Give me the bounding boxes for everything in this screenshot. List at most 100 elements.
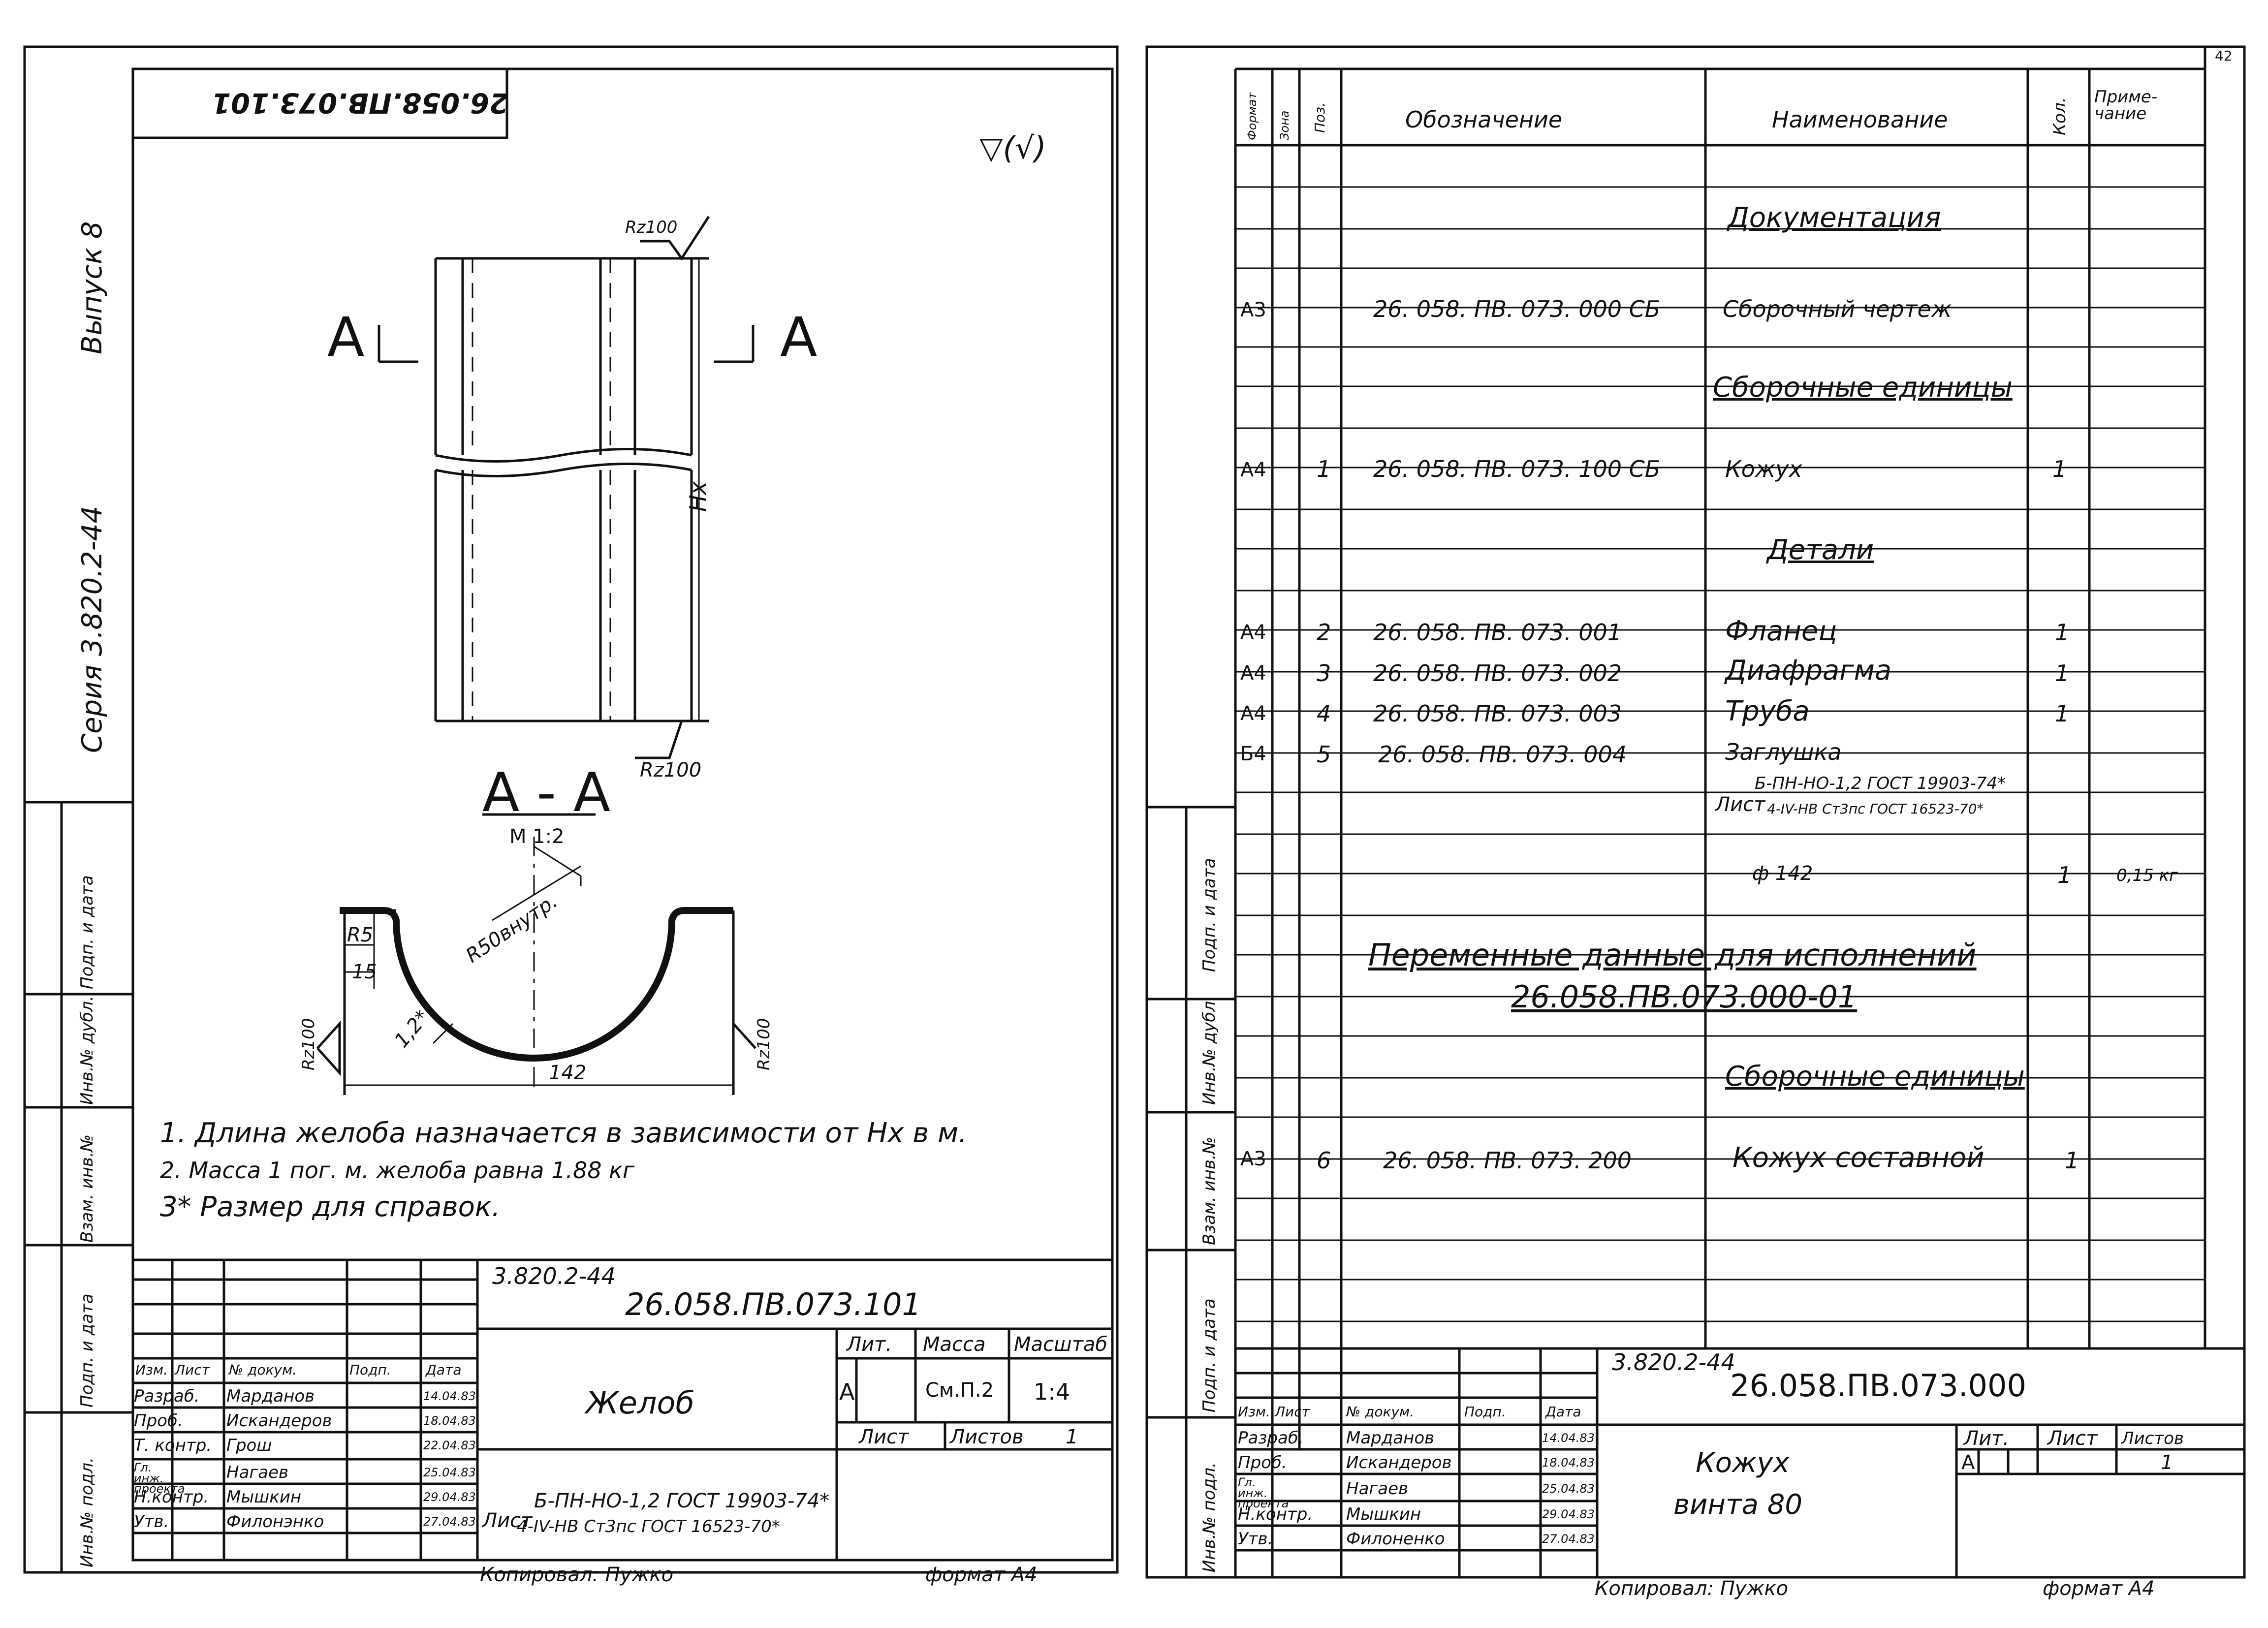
right-stamp-title-2: винта 80 (1673, 1489, 1803, 1521)
right-stamp-title-1: Кожух (1696, 1447, 1790, 1479)
spec-designation: 26. 058. ПВ. 073. 002 (1373, 660, 1622, 687)
zaglushka-note: 0,15 кг (2116, 866, 2178, 885)
spec-name: Фланец (1725, 615, 1837, 647)
stamp-lit-label: Лит. (847, 1333, 892, 1356)
spec-format: А3 (1240, 299, 1266, 321)
left-inner-frame (131, 67, 1114, 1562)
rstamp-header-sign: Подп. (1464, 1404, 1506, 1420)
spec-qty: 1 (2052, 456, 2067, 482)
section-heading: Сборочные единицы (1713, 372, 2013, 404)
stamp-role-row: Т. контр. (134, 1436, 212, 1455)
stamp-name-row: Искандеров (226, 1411, 332, 1431)
stamp-material-prefix: Лист (482, 1509, 533, 1532)
spec-name: Диафрагма (1725, 655, 1892, 687)
left-stamp-code: 26.058.ПВ.073.101 (625, 1286, 921, 1322)
stamp-header-doc: № докум. (229, 1362, 297, 1378)
zaglushka-material-line2: 4-IV-НВ Ст3пс ГОСТ 16523-70* (1767, 801, 1984, 817)
rstamp-date-row: 14.04.83 (1542, 1431, 1595, 1445)
left-rotated-code: 26.058.ПВ.073.101 (212, 87, 509, 119)
right-side-label-5: Инв.№ подл. (1199, 1462, 1219, 1572)
right-side-label-4: Подп. и дата (1199, 1298, 1219, 1412)
rstamp-header-doc: № докум. (1346, 1404, 1415, 1420)
stamp-scale-label: Масштаб (1014, 1333, 1108, 1356)
stamp-role-row: Гл. инж. проекта (134, 1461, 185, 1496)
var-qty: 1 (2065, 1147, 2079, 1174)
header-qty: Кол. (2050, 97, 2070, 135)
stamp-role-row: Утв. (134, 1512, 169, 1532)
left-side-issue: Выпуск 8 (76, 221, 108, 354)
zaglushka-qty: 1 (2057, 862, 2072, 888)
zaglushka-diameter: ф 142 (1752, 862, 1813, 885)
header-format: Формат (1245, 92, 1259, 140)
left-roughness-bottom: Rz100 (640, 759, 702, 782)
stamp-role-row: Разраб. (134, 1386, 200, 1406)
right-side-label-1: Подп. и дата (1199, 858, 1219, 972)
rstamp-role-row: Проб. (1238, 1453, 1287, 1472)
rstamp-role-row: Разраб. (1238, 1428, 1304, 1448)
spec-name: Кожух (1725, 456, 1802, 482)
spec-designation: 26. 058. ПВ. 073. 004 (1378, 741, 1627, 768)
rstamp-role-row: Гл. инж. проекта (1238, 1475, 1289, 1511)
rstamp-lit-label: Лит. (1964, 1427, 2010, 1450)
dimension-hx: Hx (685, 481, 711, 512)
spec-pos: 4 (1317, 700, 1331, 727)
rstamp-name-row: Марданов (1346, 1428, 1435, 1448)
stamp-date-row: 29.04.83 (423, 1490, 476, 1504)
section-heading: Детали (1767, 534, 1874, 566)
rstamp-role-row: Н.контр. (1238, 1504, 1313, 1524)
section-scale: M 1:2 (509, 825, 565, 848)
stamp-header-izm: Изм. (135, 1362, 168, 1378)
profile-rz-left: Rz100 (299, 1018, 318, 1070)
profile-r5: R5 (347, 924, 374, 946)
right-stamp-series: 3.820.2-44 (1612, 1349, 1735, 1376)
rstamp-date-row: 27.04.83 (1542, 1532, 1595, 1546)
spec-format: А4 (1240, 662, 1266, 685)
right-side-label-2: Инв.№ дубл. (1199, 996, 1219, 1105)
stamp-header-sign: Подп. (349, 1362, 391, 1378)
spec-name: Труба (1725, 695, 1810, 727)
rstamp-sheets-value: 1 (2161, 1451, 2174, 1474)
left-side-label-3: Взам. инв.№ (77, 1134, 97, 1243)
spec-qty: 1 (2055, 660, 2070, 687)
profile-15: 15 (352, 961, 377, 983)
note-2: 2. Масса 1 пог. м. желоба равна 1.88 кг (160, 1157, 635, 1184)
right-section-mark-a: A (780, 306, 818, 369)
profile-rz-right: Rz100 (754, 1018, 774, 1070)
right-side-label-3: Взам. инв.№ (1199, 1136, 1219, 1245)
note-3: 3* Размер для справок. (160, 1191, 501, 1223)
left-side-series: Серия 3.820.2-44 (76, 505, 108, 753)
spec-name: Заглушка (1725, 739, 1842, 765)
stamp-material-line2: 4-IV-НВ Ст3пс ГОСТ 16523-70* (517, 1517, 780, 1536)
spec-format: Б4 (1240, 743, 1266, 765)
stamp-sheets-value: 1 (1066, 1426, 1078, 1448)
stamp-date-row: 18.04.83 (423, 1414, 476, 1428)
stamp-sheet-label: Лист (859, 1426, 909, 1448)
spec-qty: 1 (2055, 619, 2070, 646)
variable-data-code: 26.058.ПВ.073.000-01 (1511, 979, 1858, 1015)
left-side-label-4: Подп. и дата (77, 1293, 97, 1408)
stamp-date-row: 22.04.83 (423, 1439, 476, 1452)
left-roughness-symbol: ▽(√) (979, 130, 1046, 166)
stamp-date-row: 25.04.83 (423, 1466, 476, 1479)
right-stamp-code: 26.058.ПВ.073.000 (1730, 1368, 2026, 1404)
left-stamp-title: Желоб (586, 1385, 694, 1421)
stamp-material-line1: Б-ПН-НО-1,2 ГОСТ 19903-74* (534, 1490, 830, 1512)
variable-data-title: Переменные данные для исполнений (1368, 937, 1977, 973)
note-1: 1. Длина желоба назначается в зависимост… (160, 1117, 968, 1149)
left-format: формат А4 (925, 1564, 1038, 1586)
left-roughness-top: Rz100 (625, 218, 678, 237)
rstamp-date-row: 18.04.83 (1542, 1456, 1595, 1470)
spec-designation: 26. 058. ПВ. 073. 003 (1373, 700, 1622, 727)
spec-format: А4 (1240, 459, 1266, 481)
header-zone: Зона (1278, 110, 1292, 140)
stamp-mass-value: См.П.2 (925, 1379, 994, 1402)
stamp-mass-label: Масса (923, 1333, 986, 1356)
spec-format: А4 (1240, 702, 1266, 725)
stamp-date-row: 14.04.83 (423, 1389, 476, 1403)
var-format: А3 (1240, 1148, 1266, 1170)
spec-designation: 26. 058. ПВ. 073. 100 СБ (1373, 456, 1661, 482)
header-designation: Обозначение (1405, 106, 1563, 133)
spec-name: Сборочный чертеж (1723, 296, 1952, 322)
rstamp-header-izm: Изм. (1238, 1404, 1270, 1420)
